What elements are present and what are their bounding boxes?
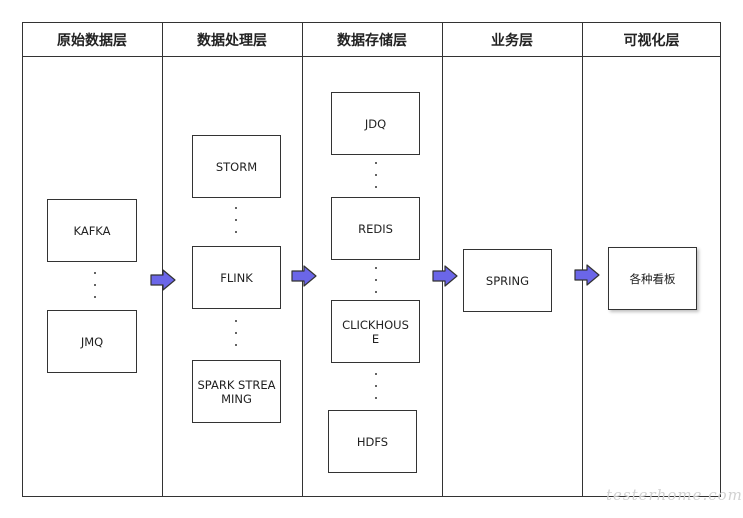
column-header-processing: 数据处理层 <box>197 32 267 49</box>
column-divider <box>442 22 443 497</box>
column-divider <box>302 22 303 497</box>
node-jmq: JMQ <box>47 310 137 373</box>
node-jdq: JDQ <box>331 92 420 155</box>
ellipsis-dots <box>90 272 100 308</box>
column-header-raw: 原始数据层 <box>57 32 127 49</box>
node-redis: REDIS <box>331 197 420 260</box>
node-spring: SPRING <box>463 249 552 312</box>
arrow-shape <box>150 269 176 291</box>
arrow-right-icon <box>150 269 176 291</box>
watermark: testerhome.com <box>606 486 743 504</box>
node-clickhouse: CLICKHOUSE <box>331 300 420 363</box>
arrow-right-icon <box>574 264 600 286</box>
arrow-right-icon <box>432 265 458 287</box>
arrow-shape <box>432 265 458 287</box>
column-divider <box>162 22 163 497</box>
diagram-frame <box>22 22 721 497</box>
ellipsis-dots <box>231 207 241 243</box>
node-spark-streaming: SPARK STREAMING <box>192 360 281 423</box>
node-storm: STORM <box>192 135 281 198</box>
column-header-storage: 数据存储层 <box>337 32 407 49</box>
header-row <box>22 22 721 57</box>
node-flink: FLINK <box>192 246 281 309</box>
arrow-shape <box>291 265 317 287</box>
ellipsis-dots <box>371 267 381 303</box>
node-kafka: KAFKA <box>47 199 137 262</box>
arrow-right-icon <box>291 265 317 287</box>
node-dashboards: 各种看板 <box>608 247 697 310</box>
column-header-business: 业务层 <box>491 32 533 49</box>
column-divider <box>582 22 583 497</box>
arrow-shape <box>574 264 600 286</box>
ellipsis-dots <box>371 373 381 409</box>
node-hdfs: HDFS <box>328 410 417 473</box>
column-header-visual: 可视化层 <box>623 32 680 49</box>
ellipsis-dots <box>231 320 241 356</box>
ellipsis-dots <box>371 162 381 198</box>
